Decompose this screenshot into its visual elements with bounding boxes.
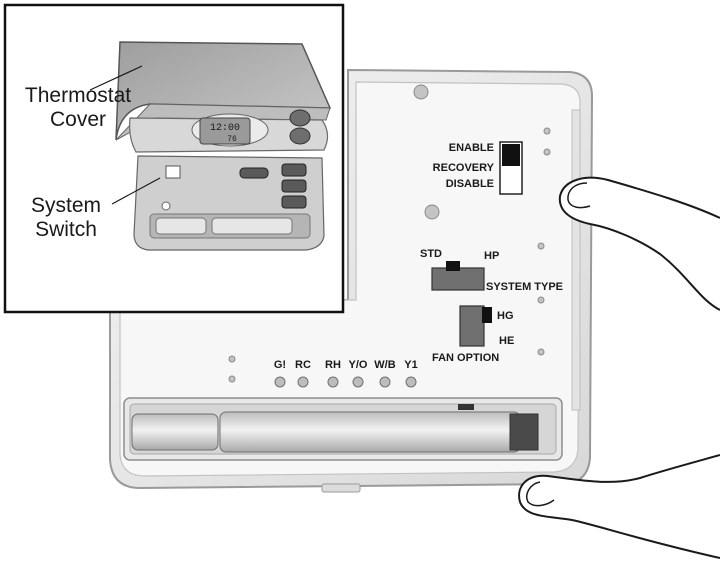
disable-label: DISABLE — [446, 178, 494, 190]
up-button[interactable] — [289, 109, 311, 127]
terminal-yo[interactable]: Y/O — [349, 359, 368, 388]
callout-line: Cover — [50, 108, 106, 131]
terminal-g[interactable]: G! — [274, 359, 286, 388]
fan-option-label: FAN OPTION — [432, 352, 499, 364]
terminal-label: G! — [274, 359, 286, 371]
battery-compartment — [123, 397, 563, 461]
down-button[interactable] — [289, 127, 311, 145]
mounting-holes — [228, 84, 551, 383]
system-type-label: SYSTEM TYPE — [486, 281, 563, 293]
display-time: 12:00 — [210, 123, 240, 134]
mode-button-1[interactable] — [281, 163, 307, 177]
recovery-label: RECOVERY — [433, 162, 495, 174]
system-type-switch[interactable]: STD HP SYSTEM TYPE — [420, 248, 563, 293]
terminal-label: RC — [295, 359, 311, 371]
mode-button-2[interactable] — [281, 179, 307, 193]
terminal-label: Y1 — [404, 359, 417, 371]
terminal-label: W/B — [374, 359, 395, 371]
terminal-label: RH — [325, 359, 341, 371]
hand — [518, 176, 720, 559]
battery-left — [131, 413, 219, 451]
std-label: STD — [420, 248, 442, 260]
system-switch[interactable] — [165, 165, 181, 179]
lcd-display — [199, 117, 251, 145]
terminal-label: Y/O — [349, 359, 368, 371]
mode-button-3[interactable] — [281, 195, 307, 209]
system-switch-callout: System Switch — [31, 194, 101, 241]
callout-line: System — [31, 194, 101, 217]
he-label: HE — [499, 335, 514, 347]
battery-spring — [509, 413, 539, 451]
recovery-switch[interactable]: ENABLE RECOVERY DISABLE — [433, 141, 523, 195]
terminal-wb[interactable]: W/B — [374, 359, 396, 388]
wiring-terminals: G! RC RH Y/O W/B Y1 — [274, 359, 418, 388]
system-type-slider[interactable] — [446, 261, 460, 271]
recovery-switch-slider[interactable] — [502, 144, 520, 166]
fan-button[interactable] — [239, 167, 269, 179]
inset-closeup: 12:00 76 Thermostat Cover System Switch — [3, 3, 345, 314]
terminal-rh[interactable]: RH — [325, 359, 341, 388]
hg-label: HG — [497, 310, 514, 322]
callout-line: Switch — [35, 218, 97, 241]
terminal-rc[interactable]: RC — [295, 359, 311, 388]
thermostat-cover-callout: Thermostat Cover — [25, 84, 131, 131]
display-temp: 76 — [227, 135, 237, 144]
battery-right — [219, 411, 521, 453]
callout-line: Thermostat — [25, 84, 131, 107]
hp-label: HP — [484, 250, 499, 262]
fan-option-slider[interactable] — [482, 307, 492, 323]
enable-label: ENABLE — [449, 142, 494, 154]
terminal-y1[interactable]: Y1 — [404, 359, 418, 388]
fan-option-switch[interactable]: HG HE FAN OPTION — [432, 305, 514, 364]
